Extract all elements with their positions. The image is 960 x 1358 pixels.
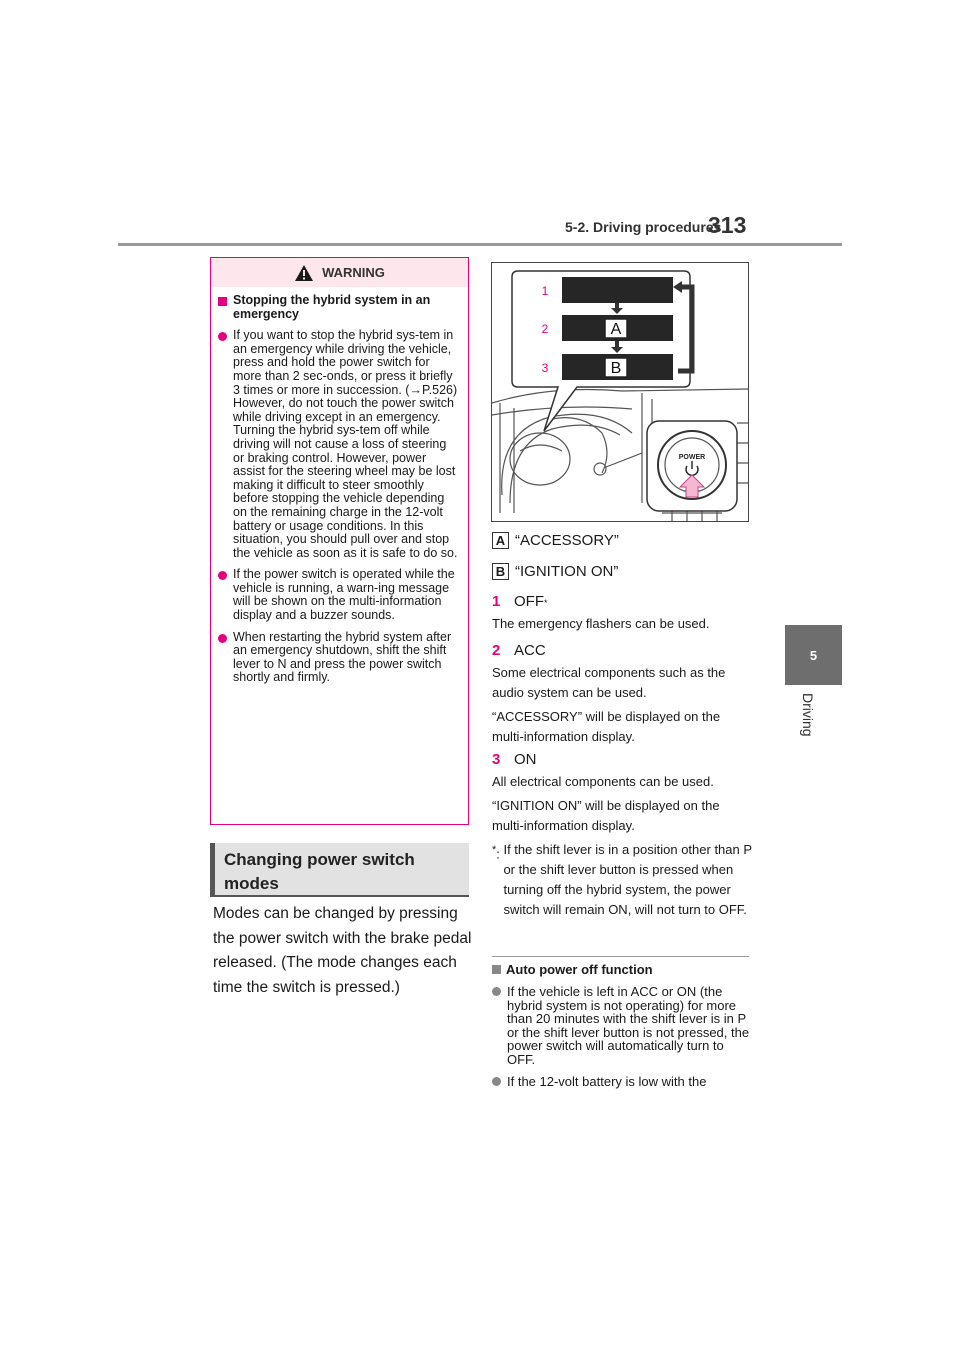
legend-text: “IGNITION ON” — [515, 563, 619, 580]
header-divider — [118, 243, 842, 246]
mode-name: OFF — [514, 593, 544, 610]
circle-bullet-icon — [492, 987, 501, 996]
square-bullet-icon — [218, 297, 227, 306]
figure-step-3: 3 — [542, 361, 549, 375]
mode-off: 1 OFF* — [492, 593, 752, 610]
warning-item-text: If you want to stop the hybrid sys-tem i… — [233, 328, 458, 560]
circle-bullet-icon — [218, 633, 227, 643]
section-heading: Changing power switch modes — [210, 843, 469, 897]
footnote-mark: * — [544, 598, 548, 608]
footnote-text: If the shift lever is in a position othe… — [503, 842, 752, 917]
chapter-number: 5 — [809, 647, 818, 663]
warning-item: If the power switch is operated while th… — [218, 567, 458, 623]
warning-item-text: If the power switch is operated while th… — [233, 567, 455, 623]
warning-header: WARNING — [211, 258, 468, 287]
mode-name: ON — [514, 751, 537, 768]
legend-letter: B — [492, 563, 509, 580]
mode-description: “IGNITION ON” will be displayed on the m… — [492, 798, 720, 833]
section-divider — [492, 956, 749, 957]
section-intro: Modes can be changed by pressing the pow… — [213, 905, 472, 996]
auto-off-heading-text: Auto power off function — [506, 962, 653, 977]
warning-icon — [295, 264, 314, 281]
square-bullet-icon — [492, 965, 501, 974]
power-switch-illustration: A B 1 2 3 POWER — [492, 270, 748, 521]
mode-number: 2 — [492, 642, 501, 659]
footnote: *: If the shift lever is in a position o… — [492, 840, 752, 920]
circle-bullet-icon — [218, 571, 227, 581]
warning-item: When restarting the hybrid system after … — [218, 629, 458, 685]
warning-title: WARNING — [322, 265, 385, 280]
auto-off-item: If the 12-volt battery is low with the — [492, 1075, 752, 1089]
figure-letter-b: B — [611, 360, 622, 377]
circle-bullet-icon — [492, 1077, 501, 1086]
footnote-mark: * — [492, 844, 497, 856]
chapter-label: Driving — [800, 693, 816, 737]
mode-description: “ACCESSORY” will be displayed on the mul… — [492, 709, 721, 744]
mode-number: 1 — [492, 593, 501, 610]
mode-description: The emergency flashers can be used. — [492, 616, 710, 631]
warning-subheading-text: Stopping the hybrid system in an emergen… — [233, 293, 431, 321]
legend-text: “ACCESSORY” — [515, 532, 619, 549]
auto-off-item: If the vehicle is left in ACC or ON (the… — [492, 985, 752, 1066]
warning-item: If you want to stop the hybrid sys-tem i… — [218, 328, 458, 560]
power-switch-figure: A B 1 2 3 POWER — [491, 262, 749, 522]
warning-item-text: When restarting the hybrid system after … — [233, 629, 452, 685]
page-number: 313 — [708, 212, 747, 238]
mode-description: All electrical components can be used. — [492, 774, 714, 789]
auto-off-item-text: If the 12-volt battery is low with the — [507, 1074, 707, 1089]
circle-bullet-icon — [218, 332, 227, 342]
warning-box: WARNING Stopping the hybrid system in an… — [210, 257, 469, 825]
auto-off-heading: Auto power off function — [492, 962, 752, 977]
mode-number: 3 — [492, 751, 501, 768]
chapter-tab: 5 — [785, 625, 842, 685]
section-heading-line: modes — [224, 874, 279, 893]
legend-item-a: A “ACCESSORY” — [492, 532, 752, 549]
section-heading-line: Changing power switch — [224, 850, 415, 869]
figure-letter-a: A — [611, 321, 622, 338]
legend-letter: A — [492, 532, 509, 549]
section-title: 5-2. Driving procedures — [565, 219, 722, 235]
legend-item-b: B “IGNITION ON” — [492, 563, 752, 580]
figure-step-2: 2 — [542, 322, 549, 336]
warning-subheading: Stopping the hybrid system in an emergen… — [218, 293, 458, 321]
auto-off-item-text: If the vehicle is left in ACC or ON (the… — [507, 984, 750, 1067]
mode-description: Some electrical components such as the a… — [492, 665, 726, 700]
mode-acc: 2 ACC — [492, 642, 752, 659]
mode-name: ACC — [514, 642, 546, 659]
press-arrow-icon — [678, 474, 706, 498]
mode-on: 3 ON — [492, 751, 752, 768]
figure-step-1: 1 — [542, 284, 549, 298]
power-label: POWER — [679, 454, 705, 461]
